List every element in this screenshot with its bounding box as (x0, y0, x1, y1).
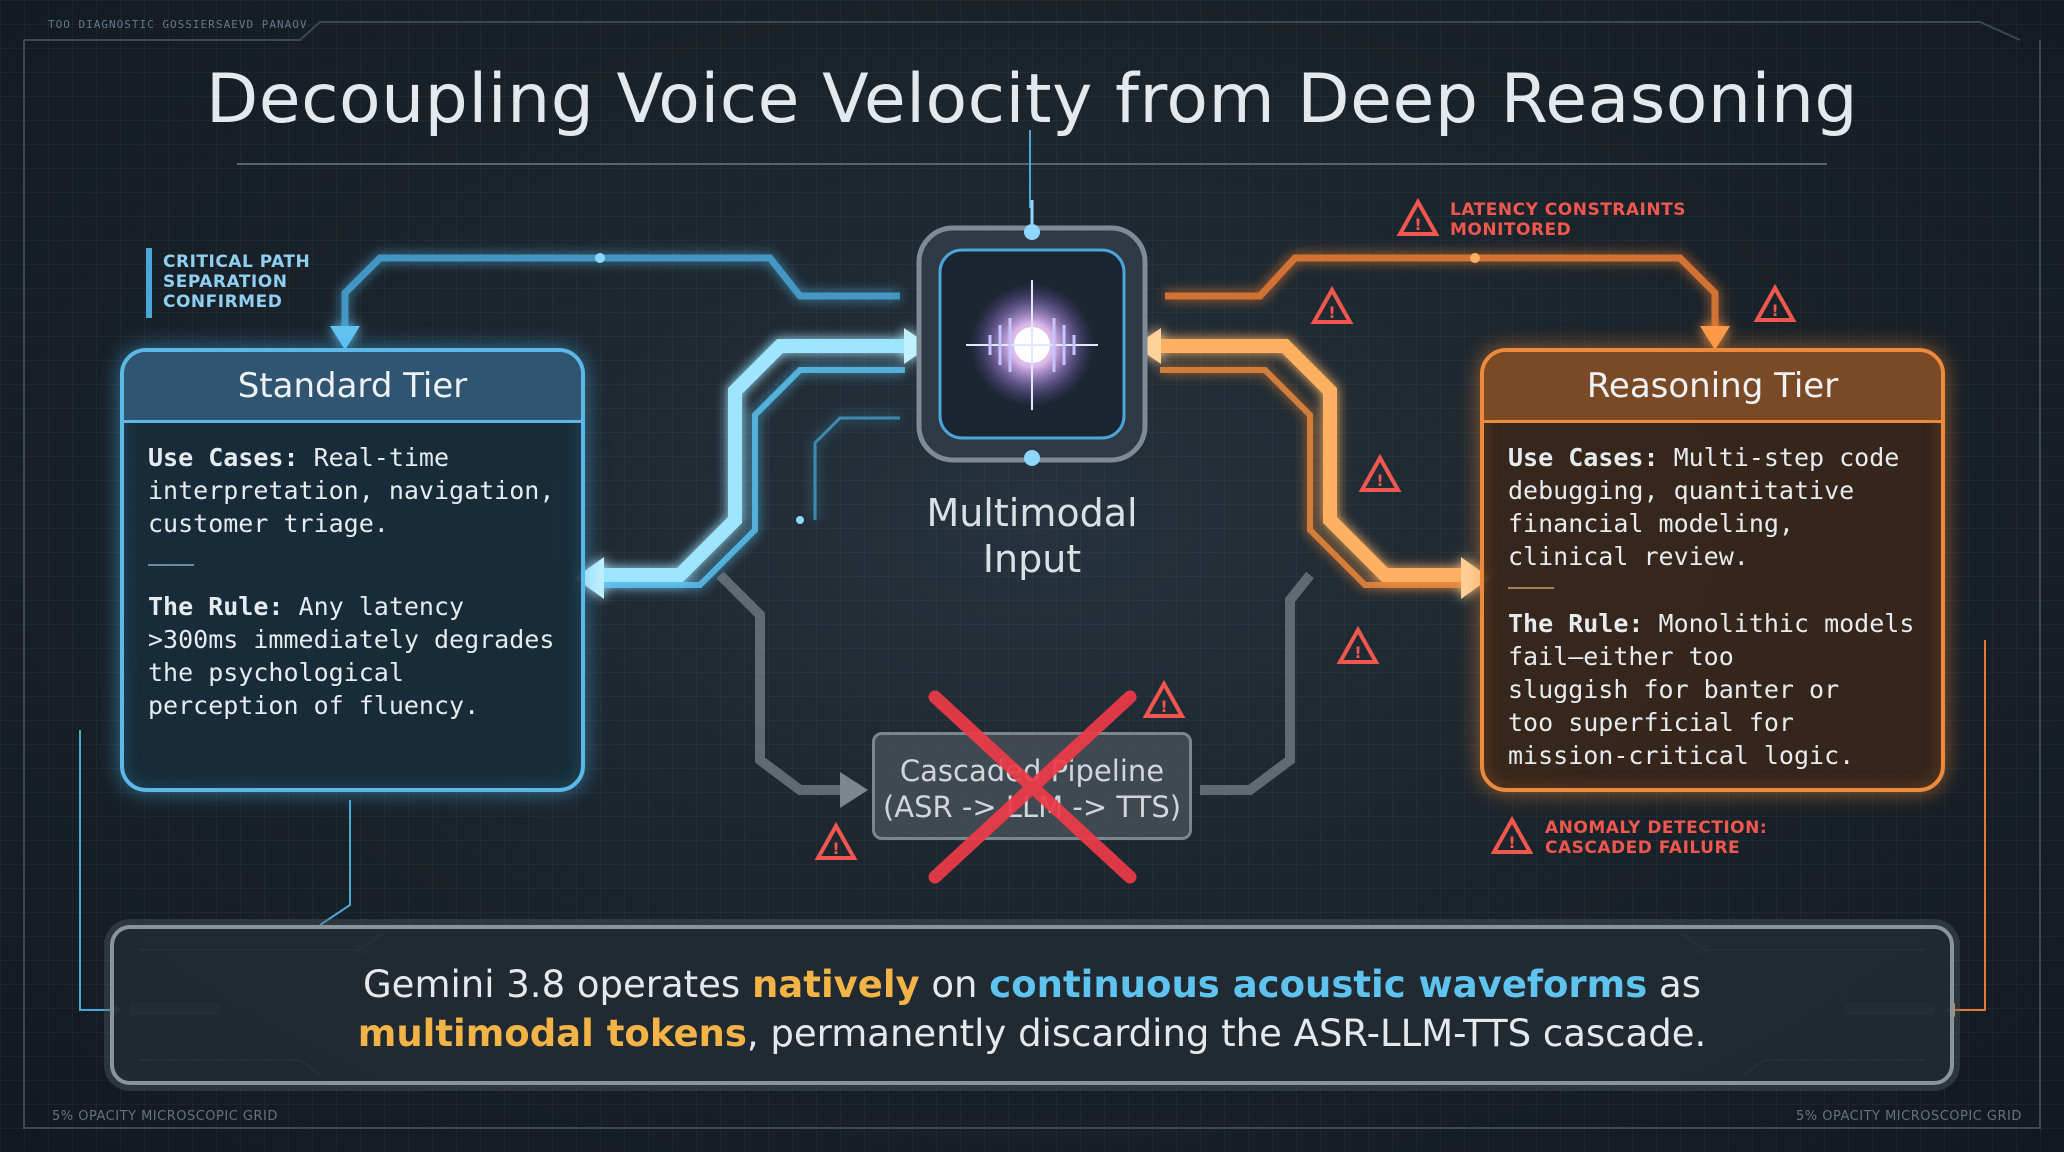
reasoning-use-cases-line: clinical review. (1508, 542, 1749, 571)
summary-banner-text: Gemini 3.8 operates natively on continuo… (150, 960, 1914, 1058)
corner-label-top-left: TOO DIAGNOSTIC GOSSIER (48, 18, 216, 31)
multimodal-core (916, 200, 1148, 466)
banner-text-part: as (1647, 963, 1701, 1006)
multimodal-input-label: Multimodal Input (880, 490, 1184, 582)
reasoning-rule-line: mission-critical logic. (1508, 741, 1855, 770)
critical-path-line-3: CONFIRMED (163, 292, 283, 312)
reasoning-use-cases-line: financial modeling, (1508, 509, 1794, 538)
reasoning-rule-label: The Rule: (1508, 609, 1644, 638)
standard-tier-title: Standard Tier (124, 352, 581, 423)
standard-rule-line: Any latency (283, 592, 465, 621)
reasoning-use-cases-line: Multi-step code (1658, 443, 1900, 472)
standard-rule-line: perception of fluency. (148, 691, 480, 720)
title-divider (237, 163, 1827, 165)
corner-label-bottom-left: 5% OPACITY MICROSCOPIC GRID (52, 1109, 278, 1124)
critical-path-line-1: CRITICAL PATH (163, 252, 311, 272)
standard-use-cases-label: Use Cases: (148, 443, 299, 472)
multimodal-label-line-2: Input (982, 537, 1082, 581)
orange-connectors (1135, 254, 1730, 599)
cascaded-pipeline-box: Cascaded Pipeline (ASR -> LLM -> TTS) (872, 732, 1192, 840)
banner-highlight-tokens: multimodal tokens (357, 1012, 747, 1055)
critical-path-label: CRITICAL PATH SEPARATION CONFIRMED (163, 252, 310, 312)
reasoning-rule-line: sluggish for banter or (1508, 675, 1840, 704)
latency-line-2: MONITORED (1450, 220, 1572, 240)
reasoning-separator (1508, 587, 1554, 589)
standard-rule-line: >300ms immediately degrades (148, 625, 555, 654)
reasoning-tier-title: Reasoning Tier (1484, 352, 1941, 423)
reasoning-rule-line: too superficial for (1508, 708, 1794, 737)
svg-text:!: ! (832, 839, 839, 858)
banner-text-part: , permanently discarding the ASR-LLM-TTS… (746, 1012, 1707, 1055)
svg-text:!: ! (1328, 303, 1335, 322)
banner-highlight-waveforms: continuous acoustic waveforms (989, 963, 1648, 1006)
banner-text-part: on (919, 963, 990, 1006)
banner-links (79, 130, 1986, 1011)
svg-text:!: ! (1376, 471, 1383, 490)
frame-border (23, 21, 2041, 1129)
corner-label-top-left-2: SAEVD PANAOV (216, 18, 308, 31)
svg-text:!: ! (1508, 833, 1515, 852)
anomaly-line-2: CASCADED FAILURE (1545, 838, 1741, 858)
svg-text:!: ! (1771, 301, 1778, 320)
standard-rule: The Rule: Any latency >300ms immediately… (148, 590, 559, 722)
svg-text:!: ! (1414, 215, 1421, 234)
standard-rule-label: The Rule: (148, 592, 284, 621)
standard-use-cases-line: customer triage. (148, 509, 389, 538)
reasoning-use-cases-line: debugging, quantitative (1508, 476, 1855, 505)
banner-text-part: Gemini 3.8 operates (363, 963, 752, 1006)
reasoning-use-cases-label: Use Cases: (1508, 443, 1659, 472)
blue-connectors (330, 254, 930, 599)
standard-use-cases-line: Real-time (298, 443, 450, 472)
standard-use-cases-line: interpretation, navigation, (148, 476, 555, 505)
latency-line-1: LATENCY CONSTRAINTS (1450, 200, 1686, 220)
summary-banner (110, 925, 1954, 1085)
anomaly-label: ANOMALY DETECTION: CASCADED FAILURE (1545, 818, 1767, 858)
reasoning-use-cases: Use Cases: Multi-step code debugging, qu… (1508, 441, 1919, 573)
multimodal-label-line-1: Multimodal (926, 491, 1138, 535)
latency-label: LATENCY CONSTRAINTS MONITORED (1450, 200, 1686, 240)
anomaly-line-1: ANOMALY DETECTION: (1545, 818, 1768, 838)
corner-label-bottom-right: 5% OPACITY MICROSCOPIC GRID (1796, 1109, 2022, 1124)
warning-icons (814, 197, 1797, 860)
reasoning-tier-panel: Reasoning Tier Use Cases: Multi-step cod… (1480, 348, 1945, 792)
svg-text:!: ! (1354, 643, 1361, 662)
standard-tier-panel: Standard Tier Use Cases: Real-time inter… (120, 348, 585, 792)
standard-separator (148, 564, 194, 566)
banner-highlight-natively: natively (751, 963, 920, 1006)
cross-out-icon (928, 690, 1137, 884)
cascade-connectors (716, 571, 1314, 795)
svg-text:!: ! (1160, 697, 1167, 716)
standard-use-cases: Use Cases: Real-time interpretation, nav… (148, 441, 559, 540)
page-title: Decoupling Voice Velocity from Deep Reas… (205, 60, 1859, 139)
reasoning-rule-line: Monolithic models (1643, 609, 1915, 638)
standard-rule-line: the psychological (148, 658, 404, 687)
reasoning-rule: The Rule: Monolithic models fail—either … (1508, 607, 1919, 772)
reasoning-rule-line: fail—either too (1508, 642, 1734, 671)
critical-path-line-2: SEPARATION (163, 272, 288, 292)
